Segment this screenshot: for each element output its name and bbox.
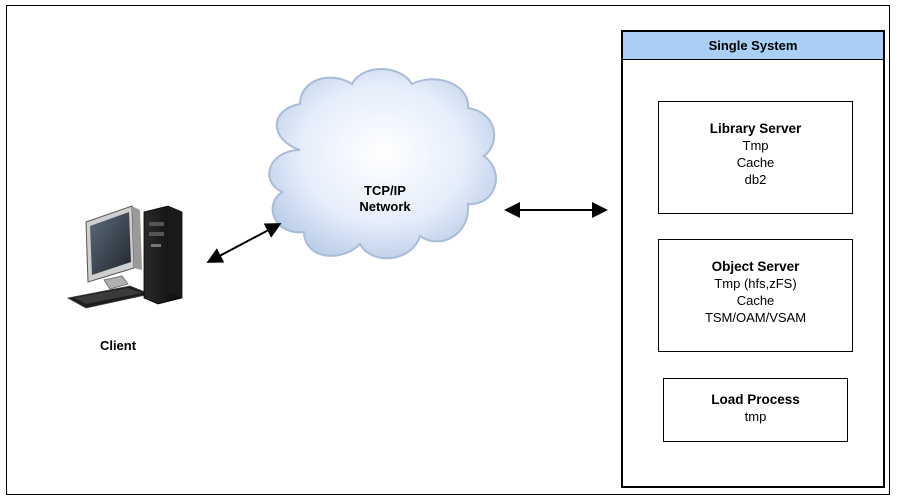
load-process-title: Load Process: [711, 392, 800, 407]
client-network-arrow: [206, 223, 282, 263]
load-process-line: tmp: [744, 409, 767, 424]
library-server-line: Tmp: [742, 138, 769, 153]
library-server-line: db2: [744, 172, 767, 187]
diagram-frame: [6, 5, 890, 495]
load-process-box: Load Process tmp: [663, 378, 848, 442]
network-label: TCP/IP Network: [340, 183, 430, 215]
library-server-title: Library Server: [709, 121, 802, 136]
object-server-title: Object Server: [711, 259, 800, 274]
object-server-line: Tmp (hfs,zFS): [714, 276, 797, 291]
single-system-box: Single System Library Server Tmp Cache d…: [621, 30, 885, 488]
single-system-header: Single System: [623, 32, 883, 60]
network-label-line1: TCP/IP: [364, 183, 406, 198]
object-server-line: TSM/OAM/VSAM: [704, 310, 807, 325]
network-cloud-icon: [268, 68, 497, 260]
object-server-box: Object Server Tmp (hfs,zFS) Cache TSM/OA…: [658, 239, 853, 352]
client-computer-icon: [66, 205, 183, 309]
object-server-line: Cache: [736, 293, 775, 308]
client-label: Client: [99, 338, 137, 353]
library-server-box: Library Server Tmp Cache db2: [658, 101, 853, 214]
network-label-line2: Network: [359, 199, 411, 214]
library-server-line: Cache: [736, 155, 775, 170]
